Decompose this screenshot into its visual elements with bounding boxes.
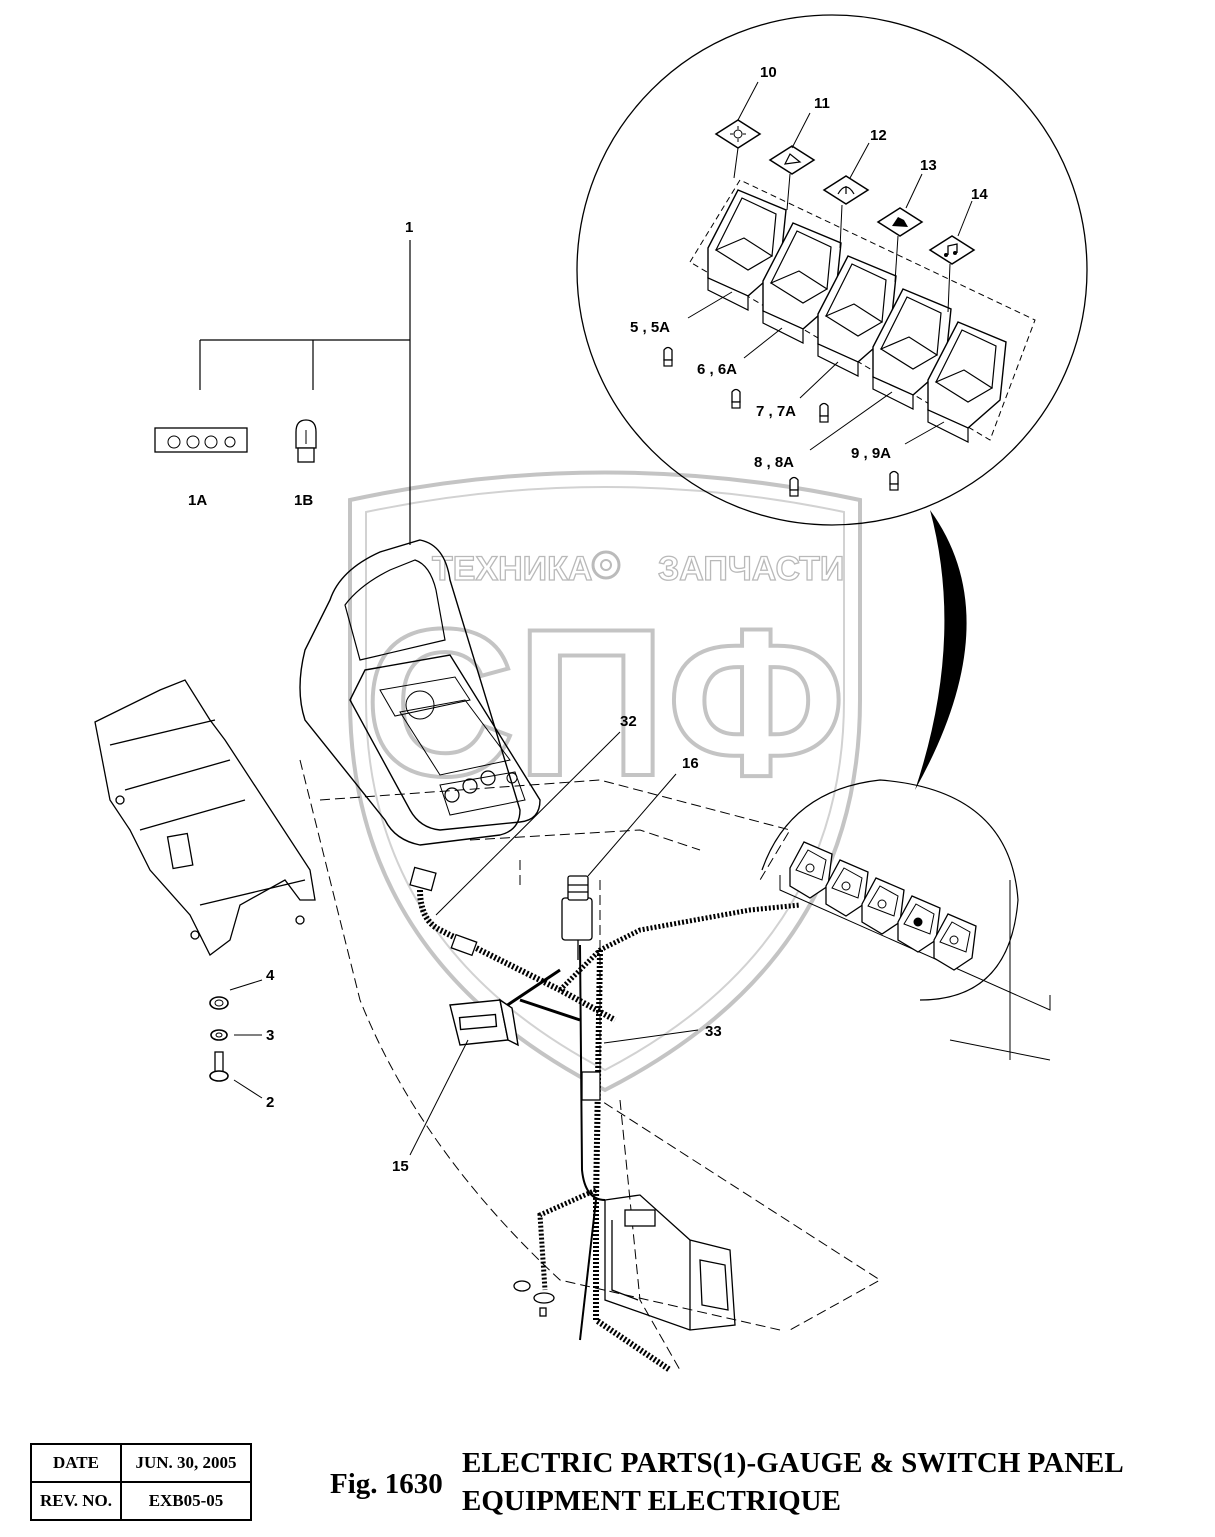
figure-number: Fig. 1630: [330, 1468, 443, 1500]
gear-icon: [591, 550, 621, 580]
callout-12: 12: [870, 127, 887, 144]
item-1-tree: [199, 240, 411, 545]
callout-8-8a: 8 , 8A: [754, 454, 794, 471]
callout-leaders: [229, 731, 699, 1156]
small-rocker-switch: [861, 877, 905, 935]
hour-meter-15: [449, 998, 519, 1047]
rocker-switch: [817, 255, 897, 377]
switch-symbol-plates: [714, 119, 976, 265]
detail-connector: [915, 510, 967, 790]
figure-titles: ELECTRIC PARTS(1)-GAUGE & SWITCH PANEL E…: [462, 1444, 1124, 1520]
rev-label: REV. NO.: [30, 1481, 122, 1521]
figure-title-english: ELECTRIC PARTS(1)-GAUGE & SWITCH PANEL: [462, 1447, 1124, 1479]
washer-icon: [822, 175, 870, 205]
switch-row: [707, 189, 1007, 443]
callout-1b: 1B: [294, 492, 313, 509]
callout-16: 16: [682, 755, 699, 772]
callout-1: 1: [405, 219, 413, 236]
callout-6-6a: 6 , 6A: [697, 361, 737, 378]
bulbs: [663, 346, 899, 497]
pressure-sender-16: [561, 875, 593, 960]
indicator-bulb: [663, 346, 673, 367]
callout-3: 3: [266, 1027, 274, 1044]
horn-icon: [928, 235, 976, 265]
small-rocker-switch: [933, 913, 977, 971]
revision-stamp: DATE JUN. 30, 2005 REV. NO. EXB05-05: [30, 1443, 252, 1521]
gauge-lamp-strip: [154, 427, 248, 453]
swing-lock-icon: [876, 207, 924, 237]
rocker-switch: [707, 189, 787, 311]
callout-13: 13: [920, 157, 937, 174]
rocker-switch: [762, 222, 842, 344]
wiring-harness: [417, 889, 801, 1373]
callout-2: 2: [266, 1094, 274, 1111]
callout-33: 33: [705, 1023, 722, 1040]
bolt-2: [209, 1051, 229, 1082]
watermark-left-text: ТЕХНИКА: [432, 550, 592, 588]
date-label: DATE: [30, 1443, 122, 1483]
wiper-icon: [768, 145, 816, 175]
relay-bracket: [604, 1194, 736, 1331]
watermark: ТЕХНИКА ЗАПЧАСТИ СПФ: [348, 470, 862, 1093]
date-value: JUN. 30, 2005: [120, 1443, 252, 1483]
switch-panel-detail: [761, 779, 1051, 1061]
callout-14: 14: [971, 186, 988, 203]
washer-4: [209, 996, 229, 1010]
callout-10: 10: [760, 64, 777, 81]
gauge-panel-housing: [299, 539, 541, 846]
bulb-1b: [295, 419, 317, 463]
callout-32: 32: [620, 713, 637, 730]
switch-detail-view: [576, 14, 1088, 526]
figure-title-french: EQUIPMENT ELECTRIQUE: [462, 1485, 841, 1517]
indicator-bulb: [789, 476, 799, 497]
small-switch-row: [789, 841, 977, 971]
indicator-bulb: [819, 402, 829, 423]
callout-9-9a: 9 , 9A: [851, 445, 891, 462]
console-body: [299, 759, 881, 1371]
work-light-icon: [714, 119, 762, 149]
lockwasher-3: [210, 1029, 228, 1041]
callout-4: 4: [266, 967, 275, 984]
indicator-bulb: [731, 388, 741, 409]
callout-15: 15: [392, 1158, 409, 1175]
harness-connectors: [409, 866, 601, 1101]
callout-11: 11: [814, 95, 830, 112]
rocker-switch: [927, 321, 1007, 443]
callout-7-7a: 7 , 7A: [756, 403, 796, 420]
callout-5-5a: 5 , 5A: [630, 319, 670, 336]
ground-terminal: [513, 1280, 555, 1317]
indicator-bulb: [889, 470, 899, 491]
exploded-parts-diagram: ТЕХНИКА ЗАПЧАСТИ СПФ: [94, 14, 1088, 1373]
mounting-bracket: [94, 679, 316, 956]
rev-value: EXB05-05: [120, 1481, 252, 1521]
rocker-switch: [872, 288, 952, 410]
small-rocker-switch: [897, 895, 941, 953]
watermark-logo-text: СПФ: [364, 585, 846, 820]
watermark-right-text: ЗАПЧАСТИ: [658, 550, 844, 588]
callout-1a: 1A: [188, 492, 207, 509]
small-rocker-switch: [825, 859, 869, 917]
callout-labels: 1 1A 1B 4 3 2 15 16 32 33 10 11 12 13 14…: [188, 64, 988, 1175]
